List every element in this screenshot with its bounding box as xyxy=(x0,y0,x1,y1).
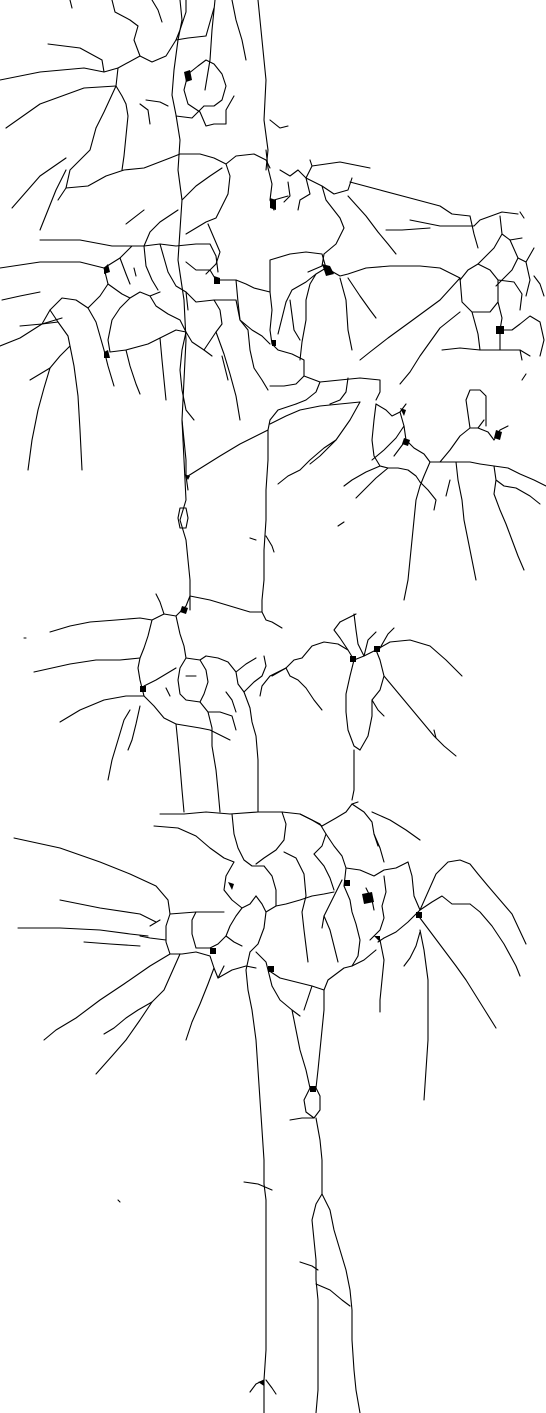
crack-cluster-middle xyxy=(23,593,463,813)
crack-cluster-top xyxy=(0,0,545,611)
crack-cluster-upper-middle xyxy=(0,239,546,629)
crack-trunk-bottom xyxy=(117,1087,361,1413)
crack-cluster-lower-middle xyxy=(13,801,527,1185)
crack-junctions xyxy=(104,70,504,1386)
